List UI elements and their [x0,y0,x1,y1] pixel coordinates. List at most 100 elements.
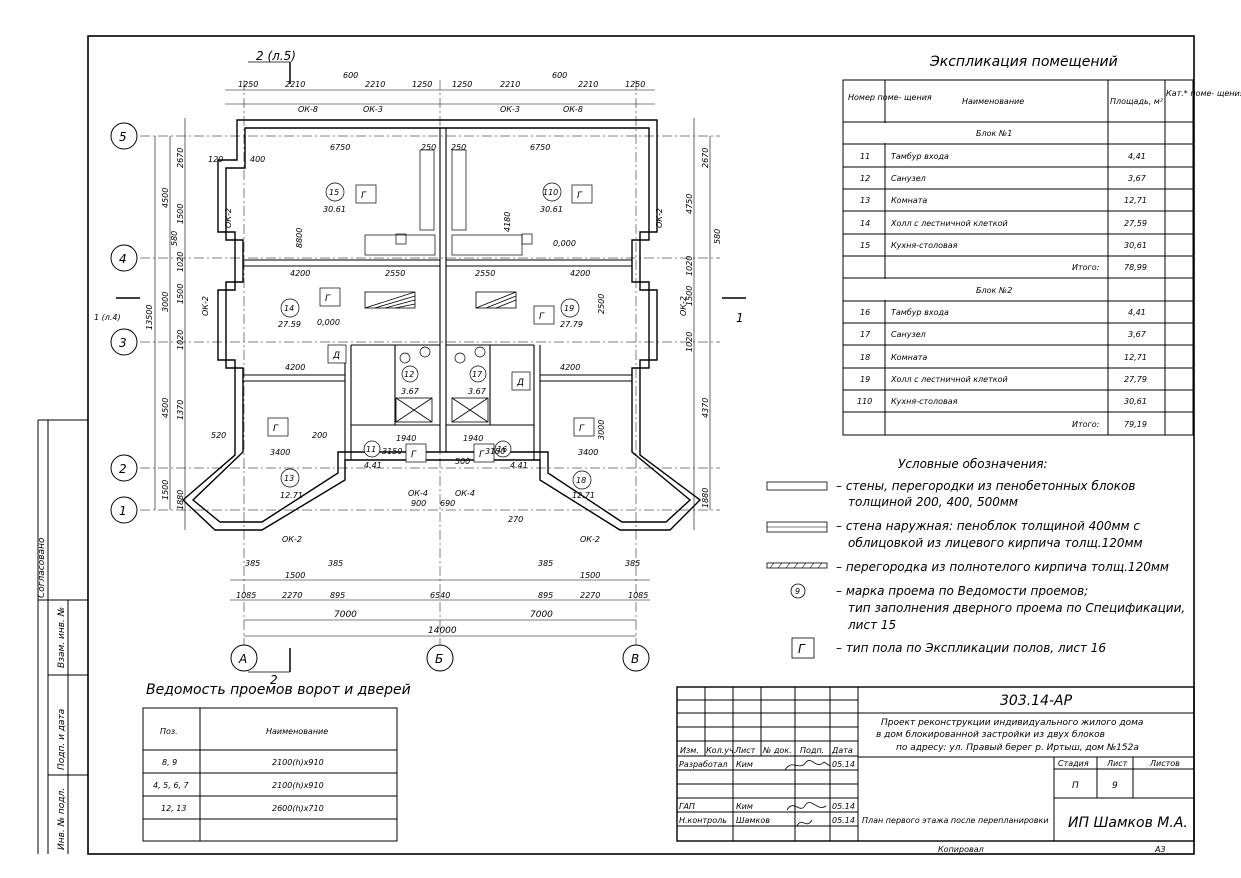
side-inv-orig: Инв. № подл. [57,788,67,850]
room-number: 19 [564,304,574,313]
room-number: 16 [497,445,507,454]
dim-bottom: 385 [538,559,553,568]
row-area: 30,61 [1124,397,1147,406]
room-floor: Г [361,191,367,201]
legend-item2-l2: облицовкой из лицевого кирпича толщ.120м… [848,536,1143,550]
room-floor: Г [411,450,417,460]
inner-dim: 500 [455,457,470,466]
dim-left: 1500 [176,204,185,224]
dim-top: 2210 [285,80,305,89]
dim-top: 1250 [452,80,472,89]
dim-bottom: 1085 [236,591,256,600]
row-num: 17 [860,330,871,339]
dim-top: 2210 [578,80,598,89]
column-axis-markers: А Б В [230,644,650,672]
room-area: 27.79 [560,320,583,329]
window-label: ОК-4 [408,489,428,498]
dim-bottom: 2270 [282,591,302,600]
dim-bottom: 385 [625,559,640,568]
explication-header-cat: Кат.* поме- щения [1166,89,1241,98]
window-label: ОК-3 [500,105,520,114]
inner-dim: 3150 [485,447,505,456]
row-num: 18 [860,353,870,362]
dim-top: 1250 [238,80,258,89]
legend-item1-l2: толщиной 200, 400, 500мм [848,495,1018,509]
dim-left: 4500 [161,398,170,418]
tb-r2-date: 05.14 [832,802,855,811]
doors-header-pos: Поз. [160,727,178,736]
dim-left: 1880 [176,490,185,510]
inner-dim: 4200 [285,363,305,372]
row-name: Тамбур входа [891,152,949,161]
top-dimensions: 1250 2210 600 2210 1250 1250 2210 600 22… [238,71,645,89]
legend-item4-l2: тип заполнения дверного проема по Специф… [848,601,1185,615]
dim-right: 1500 [685,286,694,306]
legend-title: Условные обозначения: [898,457,1048,471]
row-area: 12,71 [1124,196,1147,205]
explication-table: Экспликация помещений Номер поме- щения … [842,54,1241,436]
dim-right: 4370 [701,398,710,418]
room-number: 18 [576,476,586,485]
kitchen-fixtures [364,149,533,364]
inner-dim: 4180 [503,212,512,232]
window-label: ОК-8 [298,105,318,114]
section-left-label: 1 (л.4) [94,313,121,322]
room-number: 13 [284,474,294,483]
axis-row-1: 1 [119,504,127,518]
interior-walls [243,128,632,460]
window-label: ОК-2 [580,535,600,544]
dim-top: 1250 [412,80,432,89]
inner-dim: 250 [421,143,436,152]
signature-icon [786,802,827,811]
side-inv-replace: Взам. инв. № [57,607,67,668]
tb-col-ndoc: № док. [762,746,792,755]
block2-total: 79,19 [1124,420,1147,429]
tb-sheet: 9 [1112,781,1118,791]
window-label: ОК-2 [679,296,688,316]
explication-header-area: Площадь, м² [1110,97,1164,106]
row-num: 15 [860,241,870,250]
dim-bottom: 6540 [430,591,450,600]
dim-bottom: 385 [328,559,343,568]
room-number: 11 [366,445,376,454]
row-name: Санузел [891,174,926,183]
room-floor: Г [479,450,485,460]
room-number: 12 [404,370,414,379]
inner-dim: 270 [508,515,523,524]
dim-left: 1020 [176,330,185,350]
dim-bottom: 7000 [334,610,357,620]
door-pos: 4, 5, 6, 7 [153,781,190,790]
room-markers [267,182,595,490]
row-name: Холл с лестничной клеткой [890,375,1008,384]
row-name: Кухня-столовая [891,397,958,406]
legend-item5: – тип пола по Экспликации полов, лист 16 [836,641,1106,655]
tb-col-list: Лист [734,746,756,755]
door-pos: 12, 13 [161,804,186,813]
section-marks [116,61,746,673]
dim-bottom: 895 [330,591,345,600]
inner-dim: 6750 [330,143,350,152]
legend-item3: – перегородка из полнотелого кирпича тол… [836,560,1169,574]
inner-dim: 6750 [530,143,550,152]
row-num: 13 [860,196,870,205]
inner-dim: 8800 [295,228,304,248]
right-dimensions: 2670 4750 580 1020 1500 1020 4370 1880 [685,148,722,508]
room-area: 12.71 [572,491,595,500]
room-floor: Г [579,424,585,434]
block2-total-label: Итого: [1072,420,1100,429]
dim-top: 600 [343,71,358,80]
dim-left: 4500 [161,188,170,208]
dimension-lines [154,89,711,637]
axis-col-b: Б [435,652,443,666]
tb-stage: П [1072,781,1079,791]
dim-bottom: 1085 [628,591,648,600]
room-area: 4.41 [510,461,528,470]
sheet-frame [37,35,1195,855]
floor-plan: 5 4 3 2 1 А Б В 2 (л.5) [94,49,746,687]
dim-right: 4750 [685,194,694,214]
section-right-label: 1 [736,311,744,325]
block1-title: Блок №1 [976,129,1012,138]
door-name: 2100(h)x910 [272,781,324,790]
axis-row-4: 4 [119,252,127,266]
axis-col-v: В [631,652,639,666]
